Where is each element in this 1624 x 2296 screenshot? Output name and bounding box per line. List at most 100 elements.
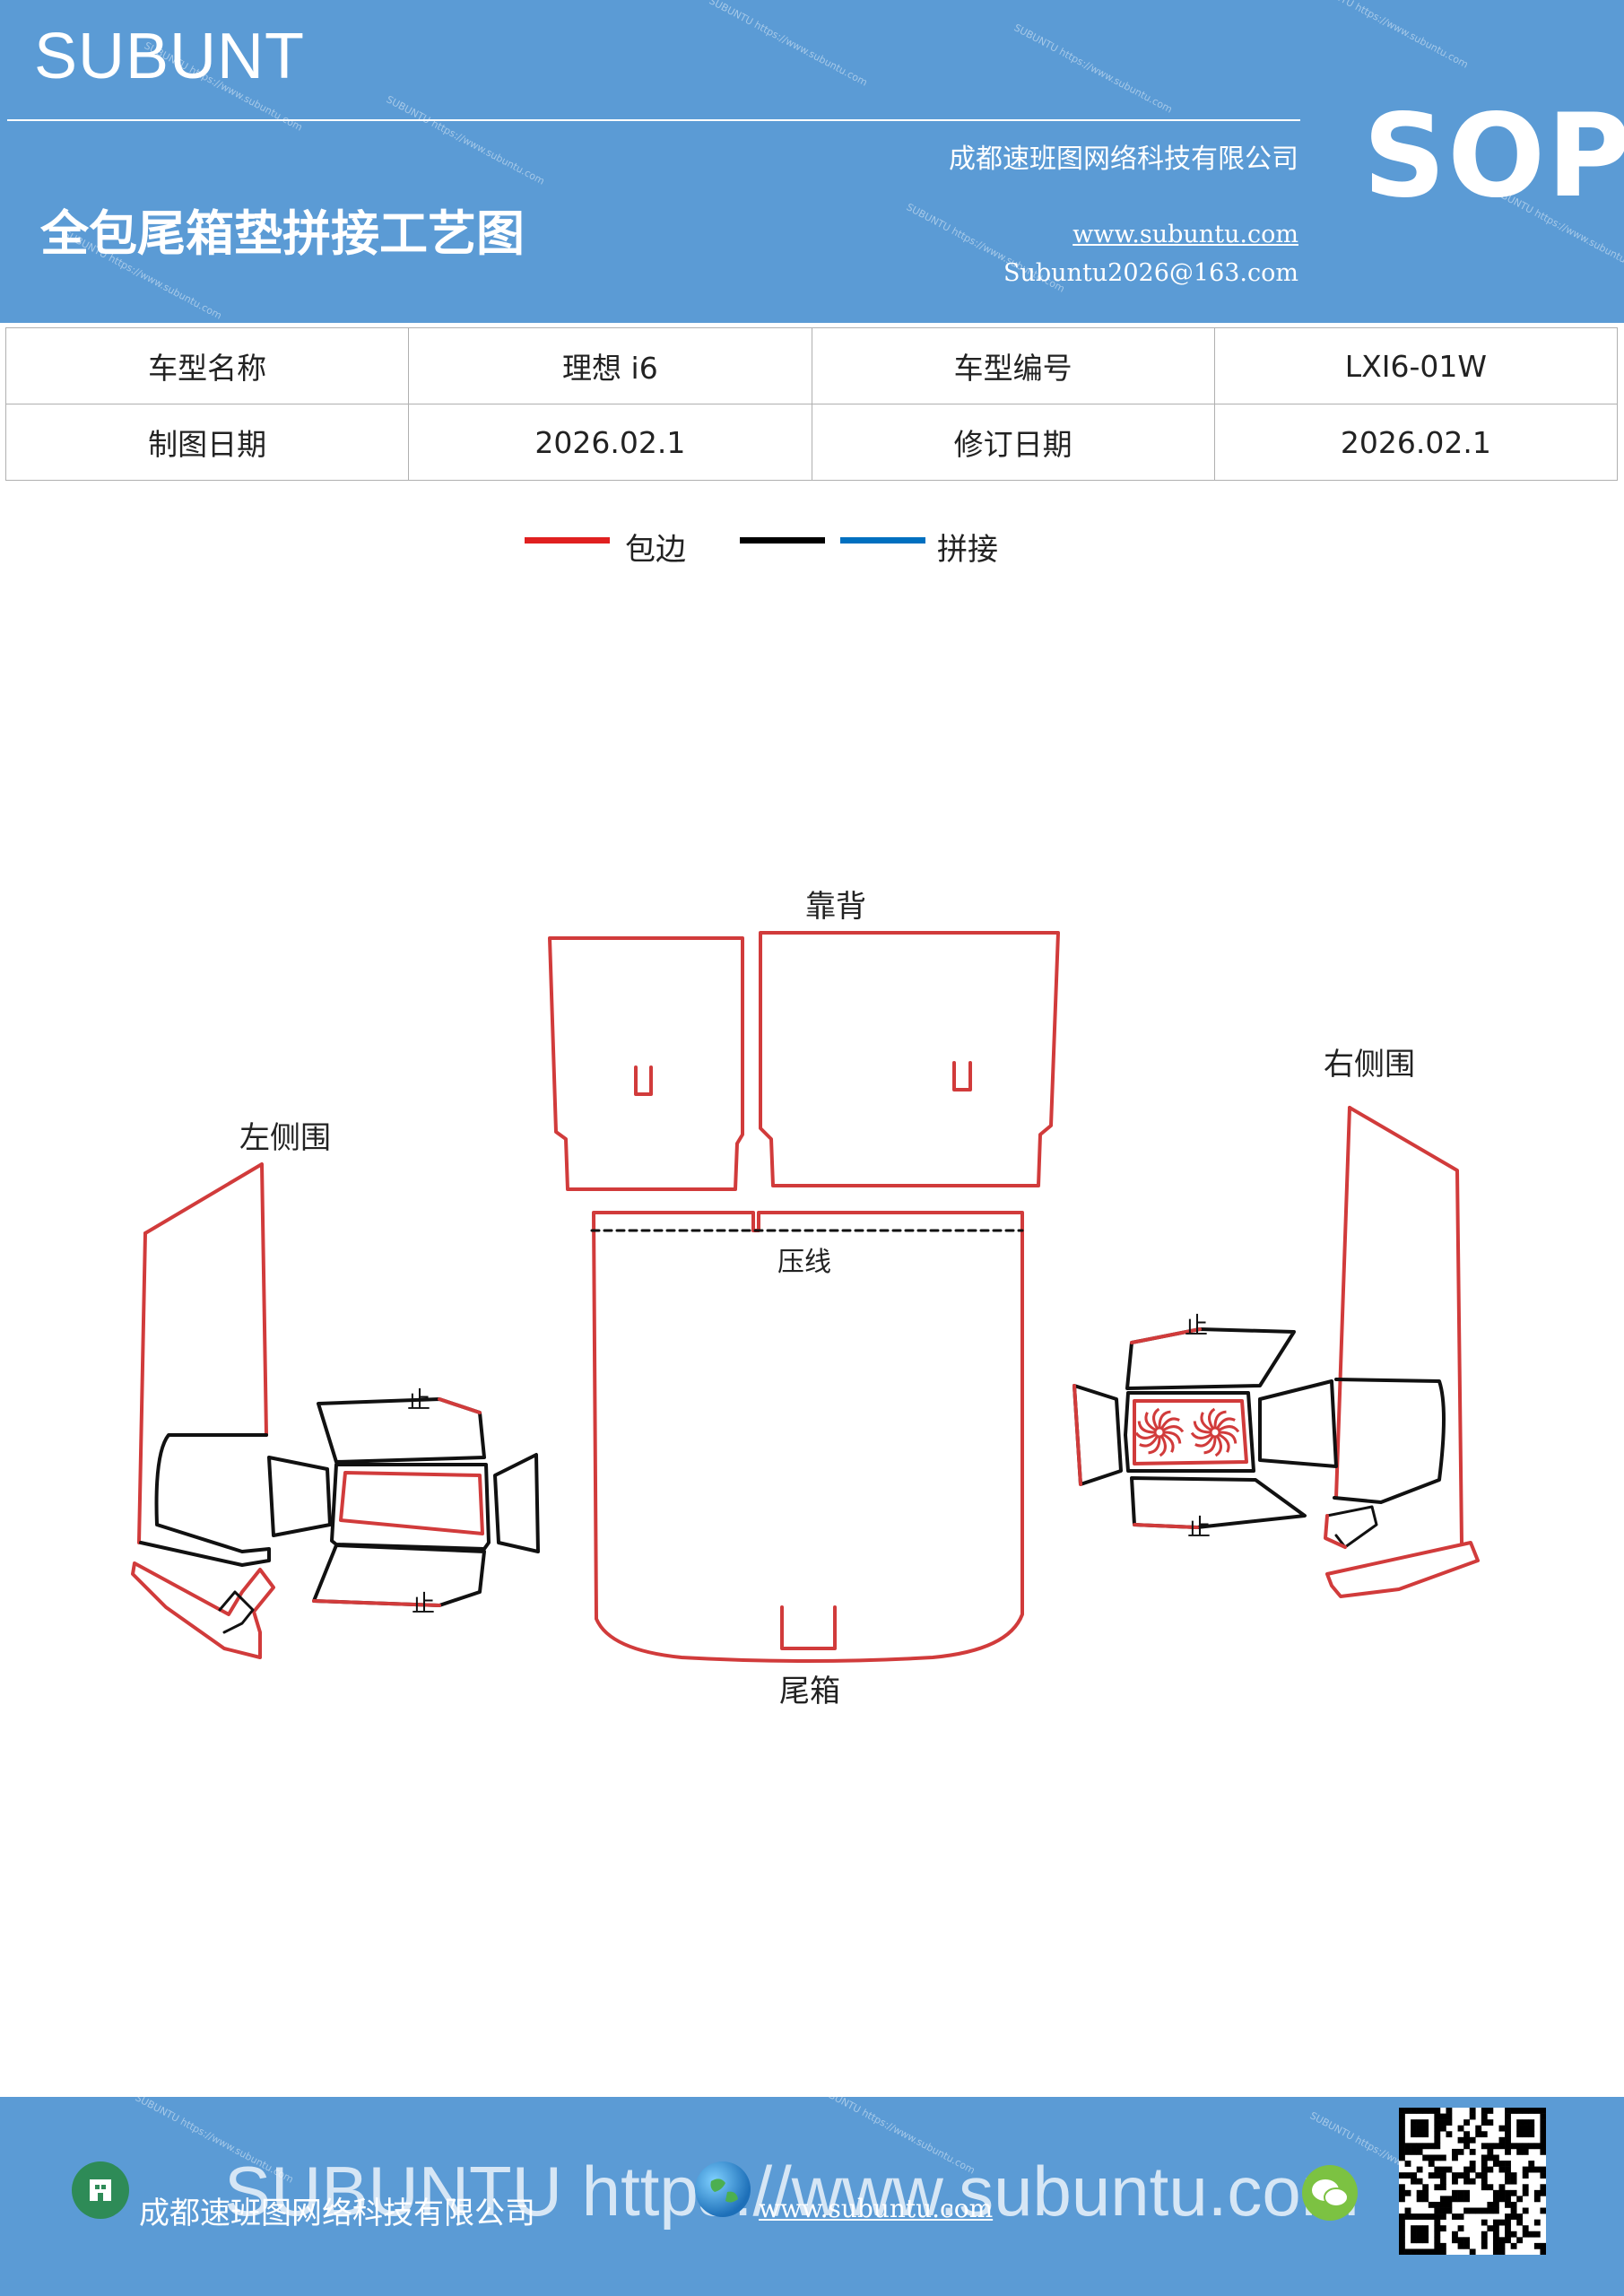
qr-module [1399, 2108, 1405, 2114]
qr-module [1505, 2143, 1511, 2150]
qr-module [1469, 2161, 1476, 2167]
qr-module [1481, 2242, 1488, 2249]
qr-module [1428, 2143, 1435, 2150]
qr-module [1404, 2213, 1411, 2220]
qr-module [1457, 2213, 1464, 2220]
qr-module [1505, 2231, 1511, 2238]
fan-blade [1159, 1436, 1167, 1457]
left-side-lower-inner [218, 1590, 255, 1634]
qr-module [1540, 2207, 1547, 2214]
qr-module [1475, 2125, 1482, 2132]
website-link[interactable]: www.subuntu.com [1073, 221, 1298, 248]
qr-module [1522, 2119, 1529, 2126]
qr-module [1416, 2148, 1423, 2155]
qr-module [1434, 2154, 1441, 2161]
qr-module [1498, 2184, 1506, 2191]
qr-module [1457, 2242, 1464, 2249]
qr-module [1481, 2108, 1488, 2114]
qr-module [1528, 2231, 1535, 2238]
left-upper-flap [317, 1397, 486, 1464]
qr-module [1416, 2108, 1423, 2114]
qr-module [1522, 2125, 1529, 2132]
fan-blade [1219, 1433, 1230, 1453]
qr-module [1533, 2189, 1541, 2196]
qr-module [1533, 2143, 1541, 2150]
watermark-text: SUBUNTU https://www.subuntu.com [707, 0, 870, 89]
qr-module [1457, 2148, 1464, 2155]
qr-module [1428, 2172, 1435, 2179]
left-lower-flap-edge [312, 1599, 441, 1607]
qr-module [1469, 2207, 1476, 2214]
fan-blade [1164, 1431, 1182, 1444]
qr-module [1422, 2143, 1429, 2150]
qr-module [1446, 2131, 1453, 2138]
qr-module [1457, 2225, 1464, 2232]
qr-module [1411, 2225, 1417, 2232]
qr-module [1422, 2154, 1429, 2161]
qr-module [1481, 2184, 1488, 2191]
qr-module [1505, 2172, 1511, 2179]
qr-module [1422, 2189, 1429, 2196]
qr-module [1434, 2125, 1441, 2132]
qr-module [1528, 2143, 1535, 2150]
right-side-lower-edge [1324, 1514, 1347, 1549]
qr-module [1463, 2237, 1471, 2244]
qr-module [1522, 2184, 1529, 2191]
qr-module [1428, 2108, 1435, 2114]
qr-module [1505, 2178, 1511, 2185]
qr-module [1457, 2125, 1464, 2132]
qr-module [1533, 2219, 1541, 2226]
trunk-floor-panel [592, 1211, 1024, 1663]
qr-module [1481, 2207, 1488, 2214]
qr-module [1411, 2248, 1417, 2256]
qr-module [1422, 2231, 1429, 2238]
qr-module [1516, 2125, 1524, 2132]
qr-module [1434, 2248, 1441, 2256]
right-lower-flap-edge [1133, 1523, 1199, 1529]
fan-blade [1219, 1425, 1240, 1433]
qr-module [1492, 2189, 1499, 2196]
qr-module [1540, 2189, 1547, 2196]
watermark-text: SUBUNTU https://www.subuntu.com [1307, 0, 1471, 71]
qr-module [1404, 2248, 1411, 2256]
qr-module [1522, 2231, 1529, 2238]
qr-module [1505, 2119, 1511, 2126]
qr-module [1411, 2178, 1417, 2185]
header-banner: SUBUNTU https://www.subuntu.com SUBUNTU … [0, 0, 1624, 323]
qr-module [1434, 2231, 1441, 2238]
qr-module [1446, 2201, 1453, 2208]
label-right-side: 右侧围 [1324, 1047, 1415, 1083]
qr-module [1510, 2242, 1517, 2249]
qr-module [1498, 2189, 1506, 2196]
sop-badge: SOP [1363, 90, 1624, 223]
qr-module [1469, 2178, 1476, 2185]
qr-module [1505, 2219, 1511, 2226]
table-cell: 2026.02.1 [408, 404, 812, 481]
qr-module [1516, 2108, 1524, 2114]
legend-swatch-splice [840, 537, 925, 544]
qr-module [1439, 2119, 1446, 2126]
qr-module [1422, 2125, 1429, 2132]
qr-module [1422, 2225, 1429, 2232]
qr-module [1510, 2108, 1517, 2114]
qr-module [1399, 2184, 1405, 2191]
qr-module [1416, 2131, 1423, 2138]
qr-module [1434, 2201, 1441, 2208]
qr-module [1505, 2237, 1511, 2244]
qr-module [1457, 2237, 1464, 2244]
qr-module [1452, 2231, 1458, 2238]
fan-blade [1160, 1417, 1180, 1429]
qr-module [1452, 2196, 1458, 2203]
qr-module [1528, 2166, 1535, 2173]
qr-module [1492, 2231, 1499, 2238]
qr-module [1422, 2248, 1429, 2256]
qr-module [1428, 2154, 1435, 2161]
footer-website-link[interactable]: www.subuntu.com [759, 2194, 994, 2223]
qr-module [1457, 2136, 1464, 2144]
qr-module [1540, 2166, 1547, 2173]
label-trunk: 尾箱 [779, 1674, 840, 1709]
qr-module [1416, 2189, 1423, 2196]
qr-module [1505, 2225, 1511, 2232]
fan-blade [1137, 1421, 1155, 1434]
qr-module [1416, 2125, 1423, 2132]
